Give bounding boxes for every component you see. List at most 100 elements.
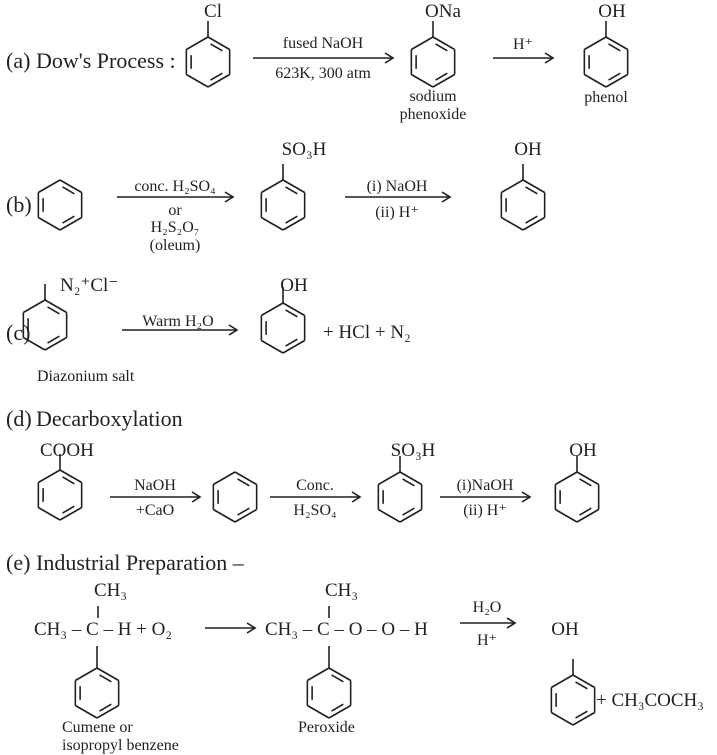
ring-double-bond <box>99 703 112 712</box>
ring-double-bond <box>525 186 538 195</box>
ring-bond <box>260 179 284 194</box>
ring-bond <box>260 216 284 231</box>
ring-bond <box>377 471 401 486</box>
ring-bond <box>399 471 423 486</box>
arrow-head <box>544 52 555 64</box>
arrow-e-step2 <box>460 617 517 629</box>
ring-double-bond <box>575 681 588 690</box>
ring-bond <box>260 302 284 317</box>
phenol-e-substituent: OH <box>551 619 579 640</box>
ring-bond <box>207 73 231 88</box>
ring-double-bond <box>579 478 592 487</box>
phenol-label: phenol <box>584 89 628 106</box>
ring-bond <box>522 216 546 231</box>
arrow-head <box>246 622 257 634</box>
peroxide-formula: CH₃ – C – O – O – H <box>265 619 428 640</box>
ring-double-bond <box>579 507 592 516</box>
diazonium-salt-label: Diazonium salt <box>37 368 135 385</box>
ring-bond <box>59 216 83 231</box>
ring-bond <box>500 179 524 194</box>
byproduct-acetone: + CH₃COCH₃ <box>596 690 704 711</box>
ring-bond <box>554 508 578 523</box>
ring-bond <box>306 704 330 719</box>
peroxide-ring <box>306 646 352 719</box>
section-a-label: (a) <box>6 48 31 73</box>
benzoic-acid-substituent: COOH <box>40 440 94 461</box>
sulfonic-acid-d-substituent: SO₃H <box>390 440 436 461</box>
ring-bond <box>212 508 236 523</box>
ring-bond <box>432 73 456 88</box>
phenol-d-substituent: OH <box>569 440 597 461</box>
cumene-ring <box>74 646 120 719</box>
ring-bond <box>554 471 578 486</box>
ring-bond <box>185 73 209 88</box>
ring-double-bond <box>62 186 75 195</box>
ring-bond <box>234 508 258 523</box>
arrow-d-step3 <box>440 491 532 503</box>
ring-double-bond <box>285 309 298 318</box>
ring-bond <box>44 336 68 351</box>
reagent-h-plus: H⁺ <box>513 36 533 53</box>
ring-bond <box>328 667 352 682</box>
peroxide-methyl: CH₃ <box>325 580 359 601</box>
ring-double-bond <box>402 507 415 516</box>
reagent-ii-h-plus: (ii) H⁺ <box>375 204 419 221</box>
ring-double-bond <box>237 478 250 487</box>
phenol-b-substituent: OH <box>514 139 542 160</box>
reagent-h2so4: H₂SO₄ <box>293 502 337 519</box>
ring-bond <box>212 471 236 486</box>
section-d-label: (d) <box>6 406 32 431</box>
ring-bond <box>576 508 600 523</box>
phenol-substituent: OH <box>598 1 626 22</box>
arrow-d-step1 <box>110 491 202 503</box>
ring-bond <box>377 508 401 523</box>
ring-double-bond <box>99 674 112 683</box>
ring-bond <box>37 469 61 484</box>
ring-bond <box>605 73 629 88</box>
arrow-c-step1 <box>122 324 239 336</box>
condition-623k-300atm: 623K, 300 atm <box>275 65 371 82</box>
ring-bond <box>185 36 209 51</box>
reagent-i-naoh-d: (i)NaOH <box>456 477 514 494</box>
ring-bond <box>282 302 306 317</box>
benzenesulfonic-acid-ring <box>260 164 306 231</box>
section-e-title: Industrial Preparation – <box>36 550 244 575</box>
ring-bond <box>410 36 434 51</box>
byproducts-hcl-n2: + HCl + N₂ <box>323 322 411 343</box>
ring-double-bond <box>210 72 223 81</box>
ring-bond <box>328 704 352 719</box>
reagent-conc: Conc. <box>296 477 334 494</box>
ring-bond <box>572 674 596 689</box>
ring-double-bond <box>62 476 75 485</box>
ring-double-bond <box>331 703 344 712</box>
ring-double-bond <box>435 43 448 52</box>
ring-bond <box>550 674 574 689</box>
ring-bond <box>282 216 306 231</box>
ring-double-bond <box>331 674 344 683</box>
chlorobenzene-ring <box>185 21 231 88</box>
ring-bond <box>572 711 596 726</box>
benzoic-acid-ring <box>37 454 83 521</box>
arrow-a-step1 <box>253 52 395 64</box>
cumene-label-2: isopropyl benzene <box>62 737 179 754</box>
reagent-cao: +CaO <box>135 502 175 519</box>
ring-double-bond <box>62 505 75 514</box>
ring-bond <box>96 704 120 719</box>
ring-bond <box>37 179 61 194</box>
diazonium-substituent: N₂⁺Cl⁻ <box>60 275 119 296</box>
arrow-e-step1 <box>205 622 257 634</box>
section-d-title: Decarboxylation <box>36 406 183 431</box>
cumene-label-1: Cumene or <box>62 719 133 736</box>
ring-bond <box>522 179 546 194</box>
reagent-ii-h-plus-d: (ii) H⁺ <box>463 502 507 519</box>
ring-double-bond <box>285 186 298 195</box>
arrow-head <box>351 491 362 503</box>
arrow-head <box>521 491 532 503</box>
cumene-methyl: CH₃ <box>94 580 128 601</box>
ring-bond <box>583 73 607 88</box>
ring-bond <box>22 299 46 314</box>
reagent-conc-h2so4: conc. H₂SO₄ <box>134 178 216 195</box>
arrow-head <box>384 52 395 64</box>
benzene-ring-d <box>212 471 258 523</box>
ring-bond <box>576 471 600 486</box>
